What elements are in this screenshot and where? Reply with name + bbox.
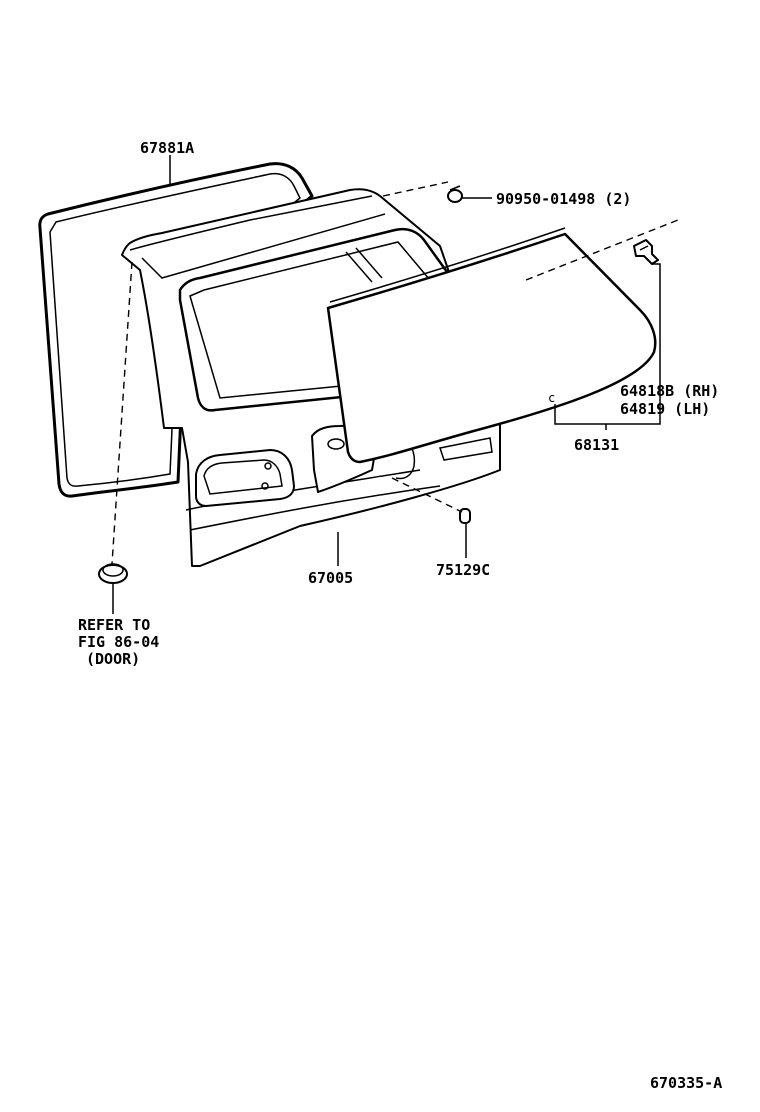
clip-90950-01498 — [447, 185, 463, 203]
label-64819: 64819 (LH) — [620, 400, 710, 418]
label-64818B: 64818B (RH) — [620, 382, 719, 400]
label-90950-01498: 90950-01498 (2) — [496, 190, 631, 208]
refer-line-3: (DOOR) — [86, 650, 140, 668]
back-glass-68131: c — [326, 227, 657, 464]
figure-code: 670335-A — [650, 1074, 722, 1092]
refer-line-1: REFER TO — [78, 616, 150, 634]
label-67005: 67005 — [308, 569, 353, 587]
leader-lines — [112, 155, 661, 614]
grommet-part — [98, 563, 128, 584]
stopper-64818B-64819 — [633, 239, 659, 265]
refer-line-2: FIG 86-04 — [78, 633, 159, 651]
install-lines — [111, 181, 679, 565]
label-75129C: 75129C — [436, 561, 490, 579]
label-67881A: 67881A — [140, 139, 194, 157]
label-68131: 68131 — [574, 436, 619, 454]
cushion-75129C — [459, 508, 471, 524]
svg-text:c: c — [548, 391, 555, 405]
